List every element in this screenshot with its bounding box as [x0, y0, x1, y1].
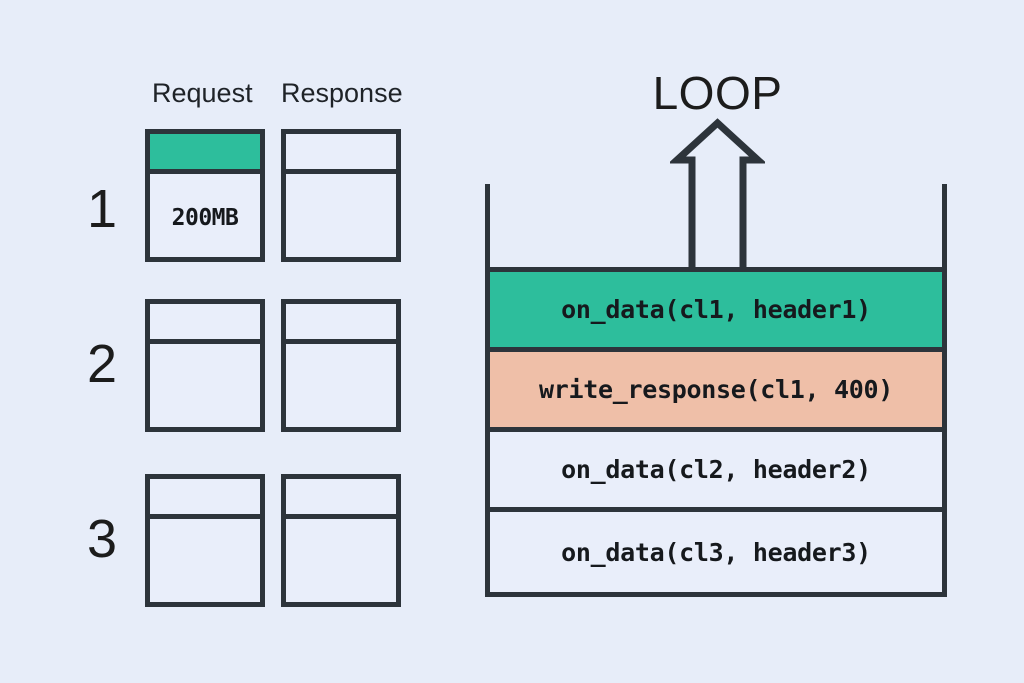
queue-item-3[interactable]: on_data(cl2, header2) [490, 432, 942, 512]
request-box-2-body [150, 344, 260, 432]
queue-item-1[interactable]: on_data(cl1, header1) [490, 272, 942, 352]
response-box-1-header [286, 134, 396, 174]
response-box-1-body [286, 174, 396, 262]
event-loop-queue: on_data(cl1, header1) write_response(cl1… [485, 184, 952, 609]
response-box-2-body [286, 344, 396, 432]
request-box-1[interactable]: 200MB [145, 129, 265, 262]
request-box-3[interactable] [145, 474, 265, 607]
queue-wall-right [942, 184, 947, 272]
response-box-3[interactable] [281, 474, 401, 607]
row-number-2: 2 [86, 334, 118, 394]
response-box-3-header [286, 479, 396, 519]
queue-item-4[interactable]: on_data(cl3, header3) [490, 512, 942, 592]
response-box-3-body [286, 519, 396, 607]
request-box-2-header [150, 304, 260, 344]
request-box-3-header [150, 479, 260, 519]
request-box-2[interactable] [145, 299, 265, 432]
loop-label: LOOP [652, 67, 783, 119]
queue-item-2[interactable]: write_response(cl1, 400) [490, 352, 942, 432]
column-header-response: Response [281, 78, 403, 108]
row-number-1: 1 [86, 179, 118, 239]
column-header-request: Request [152, 78, 253, 108]
request-box-1-body: 200MB [171, 205, 239, 231]
response-box-1[interactable] [281, 129, 401, 262]
request-box-1-header [150, 134, 260, 174]
row-number-3: 3 [86, 509, 118, 569]
queue-frame: on_data(cl1, header1) write_response(cl1… [485, 267, 947, 597]
response-box-2-header [286, 304, 396, 344]
request-box-3-body [150, 519, 260, 607]
queue-wall-left [485, 184, 490, 272]
response-box-2[interactable] [281, 299, 401, 432]
